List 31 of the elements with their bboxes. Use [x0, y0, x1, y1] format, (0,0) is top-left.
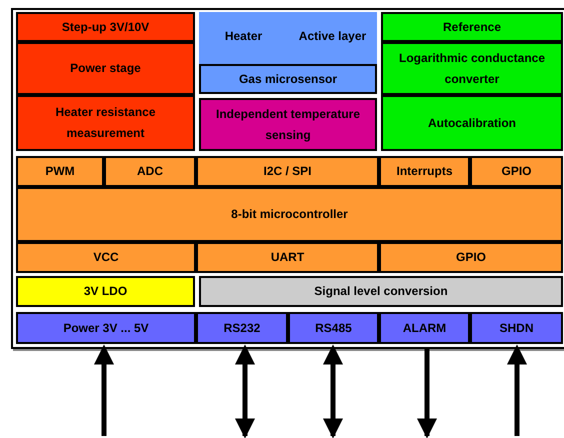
module-cell: PWM — [16, 156, 104, 187]
module-cell: VCC — [16, 242, 196, 273]
module-cell: Signal level conversion — [199, 276, 563, 307]
interface-cell: Power 3V ... 5V — [16, 312, 196, 344]
function-block: Independent temperature sensing — [199, 98, 377, 151]
function-block: Autocalibration — [381, 95, 563, 151]
function-block: Heater — [199, 12, 288, 64]
module-cell: ADC — [104, 156, 196, 187]
function-block: Gas microsensor — [199, 64, 377, 94]
arrow — [507, 344, 527, 436]
interface-cell: RS232 — [196, 312, 288, 344]
interface-cell: ALARM — [379, 312, 470, 344]
arrow — [323, 344, 343, 438]
function-block: Reference — [381, 12, 563, 42]
module-cell: I2C / SPI — [196, 156, 379, 187]
arrow — [94, 344, 114, 436]
function-block: Heater resistance measurement — [16, 95, 195, 151]
module-cell: UART — [196, 242, 379, 273]
function-block: Step-up 3V/10V — [16, 12, 195, 42]
function-block: Power stage — [16, 42, 195, 95]
function-block: Logarithmic conductance converter — [381, 42, 563, 95]
module-cell: GPIO — [470, 156, 563, 187]
function-block: Active layer — [288, 12, 377, 64]
module-cell: 8-bit microcontroller — [16, 187, 563, 242]
module-cell: 3V LDO — [16, 276, 195, 307]
arrow — [235, 344, 255, 438]
module-cell: Interrupts — [379, 156, 470, 187]
arrow — [417, 347, 437, 438]
interface-cell: SHDN — [470, 312, 563, 344]
module-cell: GPIO — [379, 242, 563, 273]
interface-cell: RS485 — [288, 312, 379, 344]
